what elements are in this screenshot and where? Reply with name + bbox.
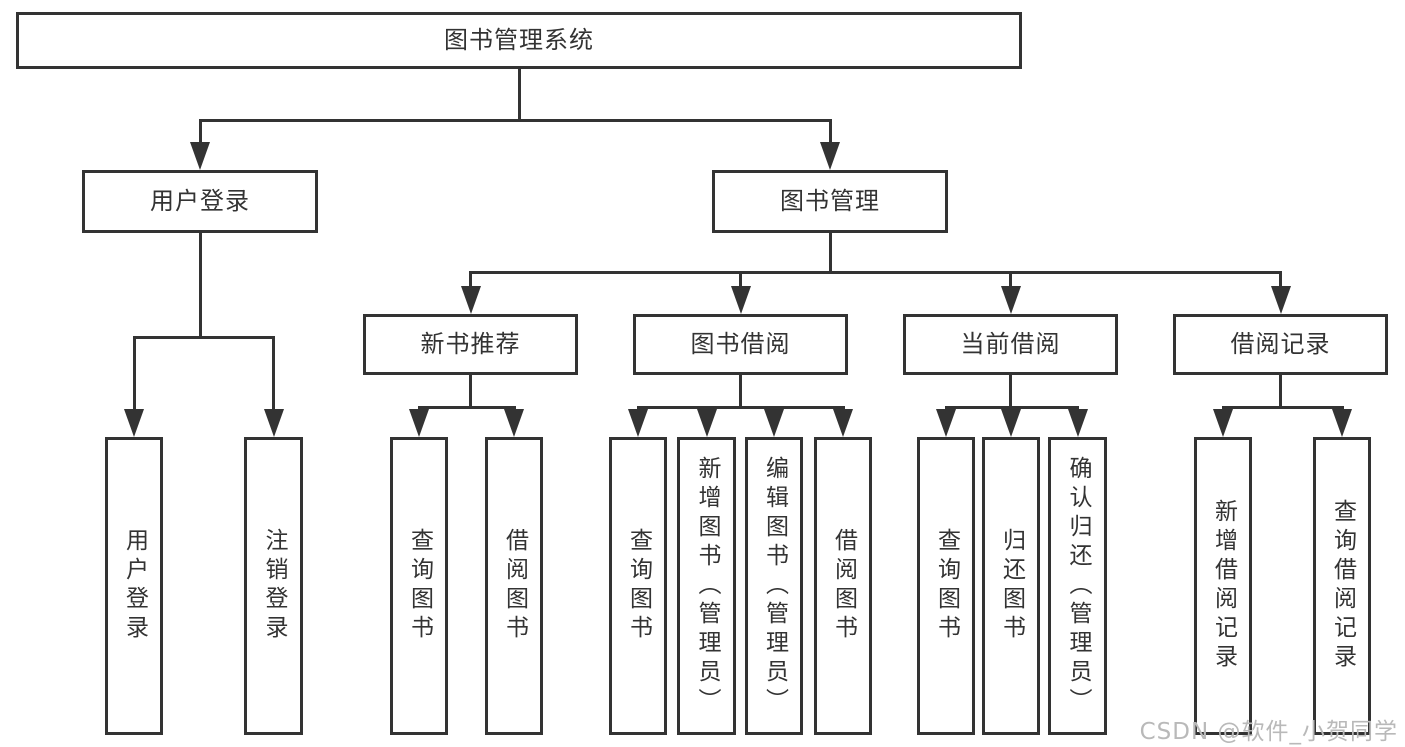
node-system: 图书管理系统 — [16, 12, 1022, 69]
arrowhead-down — [730, 286, 751, 314]
node-label: 查询图书 — [933, 528, 960, 644]
arrowhead-down — [1000, 286, 1021, 314]
arrowhead-down — [263, 409, 284, 437]
arrowhead-down — [504, 409, 524, 437]
node-label: 借阅记录 — [1230, 330, 1331, 359]
node-label: 图书管理系统 — [444, 26, 594, 55]
node-bb-edit: 编辑图书（管理员） — [745, 437, 803, 735]
node-cb-query: 查询图书 — [917, 437, 975, 735]
arrowhead-down — [1213, 409, 1233, 437]
node-current-borrow: 当前借阅 — [903, 314, 1118, 375]
node-label: 查询图书 — [406, 528, 433, 644]
arrowhead-down — [936, 409, 956, 437]
connector-line-vertical — [1279, 272, 1282, 288]
node-label: 新增图书（管理员） — [694, 455, 720, 717]
connector-line-vertical — [1279, 375, 1282, 407]
node-borrow-records: 借阅记录 — [1173, 314, 1388, 375]
node-new-books: 新书推荐 — [363, 314, 578, 375]
arrowhead-down — [409, 409, 429, 437]
connector-line-vertical — [272, 337, 275, 411]
arrowhead-down — [628, 409, 648, 437]
arrowhead-down — [124, 409, 144, 437]
node-label: 用户登录 — [121, 528, 148, 644]
node-label: 图书管理 — [780, 187, 880, 216]
connector-line-horizontal — [469, 270, 1282, 274]
arrowhead-down — [820, 142, 840, 170]
node-login: 用户登录 — [105, 437, 163, 735]
connector-line-vertical — [828, 233, 832, 272]
node-bb-add: 新增图书（管理员） — [677, 437, 736, 735]
connector-line-vertical — [1009, 375, 1012, 407]
arrowhead-down — [1001, 409, 1021, 437]
connector-line-horizontal — [198, 118, 832, 122]
node-bb-query: 查询图书 — [609, 437, 667, 735]
arrowhead-down — [764, 409, 784, 437]
node-user-login: 用户登录 — [82, 170, 318, 233]
arrowhead-down — [696, 409, 717, 437]
connector-line-horizontal — [132, 335, 275, 339]
connector-line-horizontal — [636, 405, 845, 409]
connector-line-vertical — [739, 375, 742, 407]
arrowhead-down — [1332, 409, 1352, 437]
node-book-borrow: 图书借阅 — [633, 314, 848, 375]
connector-line-vertical — [1009, 272, 1012, 288]
connector-line-vertical — [469, 272, 472, 288]
node-label: 查询图书 — [625, 528, 652, 644]
connector-line-horizontal — [1221, 405, 1344, 409]
node-label: 归还图书 — [998, 528, 1025, 644]
arrowhead-down — [460, 286, 481, 314]
arrowhead-down — [1067, 409, 1088, 437]
connector-line-vertical — [132, 337, 136, 411]
node-label: 新书推荐 — [420, 330, 521, 359]
connector-line-vertical — [198, 233, 202, 337]
connector-line-vertical — [517, 69, 521, 120]
csdn-watermark: CSDN @软件_小贺同学 — [1139, 719, 1398, 745]
node-br-add: 新增借阅记录 — [1194, 437, 1252, 735]
node-label: 用户登录 — [150, 187, 250, 216]
node-label: 借阅图书 — [501, 528, 528, 644]
node-label: 注销登录 — [261, 528, 287, 644]
node-label: 图书借阅 — [690, 330, 791, 359]
node-book-mgmt: 图书管理 — [712, 170, 948, 233]
connector-line-horizontal — [944, 405, 1079, 409]
node-label: 新增借阅记录 — [1210, 499, 1237, 673]
connector-line-horizontal — [417, 405, 516, 409]
connector-line-vertical — [198, 120, 202, 144]
node-label: 查询借阅记录 — [1329, 499, 1356, 673]
node-label: 当前借阅 — [960, 330, 1061, 359]
arrowhead-down — [833, 409, 853, 437]
node-br-query: 查询借阅记录 — [1313, 437, 1371, 735]
connector-line-vertical — [469, 375, 472, 407]
node-nb-borrow: 借阅图书 — [485, 437, 543, 735]
node-nb-query: 查询图书 — [390, 437, 448, 735]
node-logout: 注销登录 — [244, 437, 303, 735]
connector-line-vertical — [828, 120, 832, 144]
connector-line-vertical — [739, 272, 742, 288]
node-bb-borrow: 借阅图书 — [814, 437, 872, 735]
arrowhead-down — [1270, 286, 1291, 314]
node-label: 确认归还（管理员） — [1065, 455, 1091, 717]
node-label: 借阅图书 — [830, 528, 857, 644]
node-cb-return: 归还图书 — [982, 437, 1040, 735]
node-cb-confirm: 确认归还（管理员） — [1048, 437, 1107, 735]
node-label: 编辑图书（管理员） — [761, 455, 788, 717]
arrowhead-down — [190, 142, 210, 170]
